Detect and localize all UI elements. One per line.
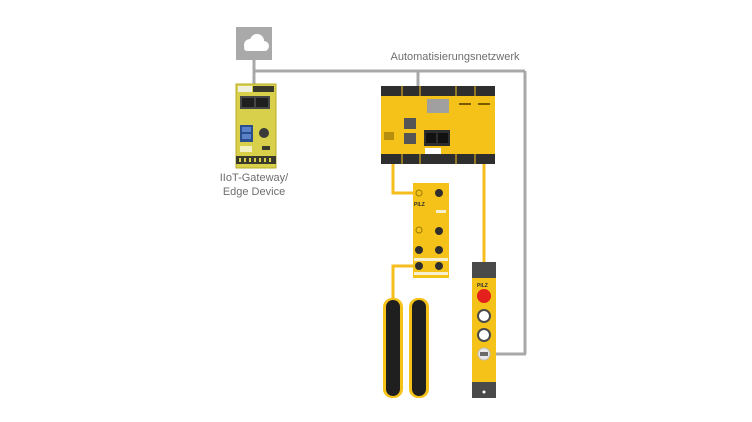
pilz-logo: PILZ [414, 202, 425, 208]
control-station: PILZ [472, 262, 496, 398]
safety-controller [381, 86, 495, 164]
gateway-label-line2: Edge Device [222, 186, 286, 198]
network-lines [252, 60, 527, 356]
field-cables [391, 164, 486, 300]
pilz-logo: PILZ [477, 283, 488, 289]
iiot-gateway-device [235, 83, 277, 169]
gateway-label: IIoT-Gateway/ Edge Device [214, 171, 294, 199]
cloud-box [236, 27, 272, 60]
network-label: Automatisierungsnetzwerk [390, 51, 520, 63]
pushbutton-icon [477, 309, 491, 323]
light-curtain-2 [409, 298, 429, 398]
estop-button-icon [477, 289, 491, 303]
cloud-icon [244, 34, 269, 51]
pushbutton-icon [477, 328, 491, 342]
gateway-label-line1: IIoT-Gateway/ [219, 172, 289, 184]
io-module: PILZ [413, 183, 449, 278]
light-curtain-1 [383, 298, 403, 398]
